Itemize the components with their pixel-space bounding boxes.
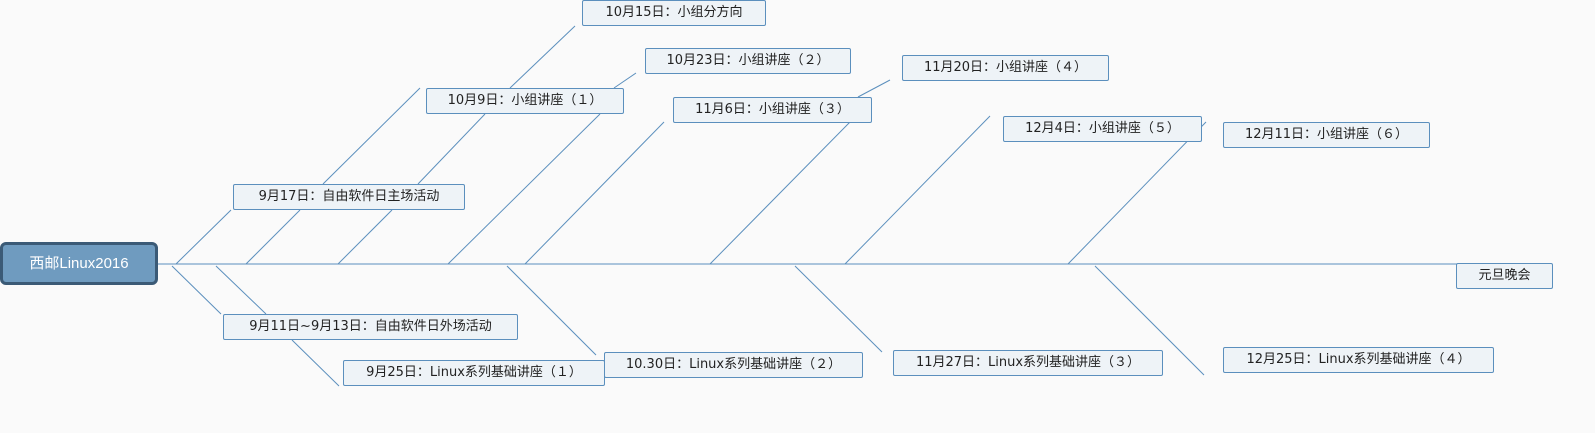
branch-line [322,87,421,185]
event-node[interactable]: 12月25日：Linux系列基础讲座（４） [1223,347,1494,373]
event-node[interactable]: 9月11日~9月13日：自由软件日外场活动 [223,314,518,340]
branch-line [857,79,891,98]
branch-line [417,113,486,185]
branch-line [524,121,665,265]
root-topic[interactable]: 西邮Linux2016 [0,242,158,285]
branch-line [1094,265,1205,376]
branch-line [175,209,232,265]
branch-line [509,25,576,89]
event-node[interactable]: 10.30日：Linux系列基础讲座（２） [604,352,863,378]
event-node[interactable]: 10月9日：小组讲座（１） [426,88,624,114]
branch-line [447,113,601,265]
branch-line [215,265,267,315]
event-node[interactable]: 12月4日：小组讲座（５） [1003,116,1202,142]
event-node[interactable]: 10月23日：小组讲座（２） [645,48,851,74]
event-node[interactable]: 9月25日：Linux系列基础讲座（１） [343,360,605,386]
event-node[interactable]: 11月6日：小组讲座（３） [673,97,872,123]
branch-line [709,121,851,265]
branch-line [245,209,301,265]
event-node[interactable]: 11月20日：小组讲座（４） [902,55,1109,81]
event-node[interactable]: 9月17日：自由软件日主场活动 [233,184,465,210]
branch-line [337,209,393,265]
branch-line [171,265,222,315]
event-node[interactable]: 元旦晚会 [1456,263,1553,289]
event-node[interactable]: 10月15日：小组分方向 [582,0,766,26]
branch-line [844,115,991,265]
event-node[interactable]: 12月11日：小组讲座（６） [1223,122,1430,148]
branch-line [506,265,597,356]
branch-line [1067,121,1207,265]
branch-line [794,265,883,353]
event-node[interactable]: 11月27日：Linux系列基础讲座（３） [893,350,1163,376]
branch-line [291,339,340,387]
branch-line [613,72,637,89]
